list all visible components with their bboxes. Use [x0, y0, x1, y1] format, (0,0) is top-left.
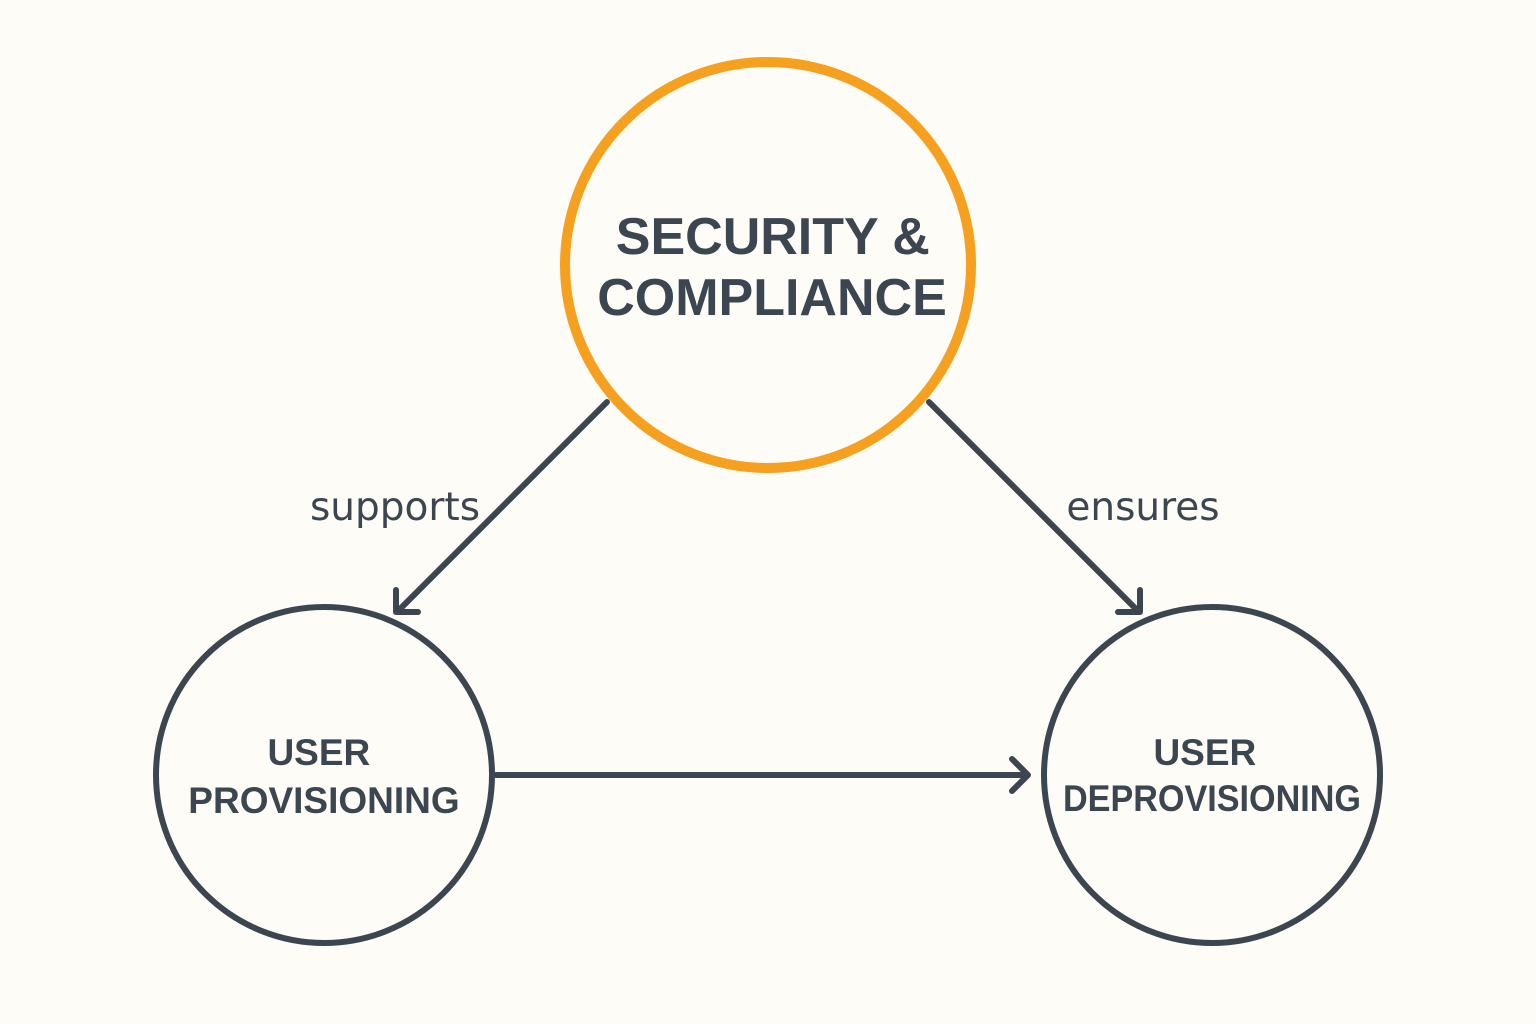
edge-security-to-deprovisioning: [926, 399, 1143, 615]
node-security-compliance-line-1: SECURITY &: [616, 208, 930, 266]
edge-ensures-arrowhead: [1115, 587, 1143, 615]
edge-ensures-line: [926, 399, 1140, 613]
node-user-deprovisioning: USER DEPROVISIONING: [1041, 604, 1383, 946]
node-security-compliance-title: SECURITY & COMPLIANCE: [597, 208, 947, 327]
node-security-compliance-circle: [560, 57, 976, 473]
node-user-deprovisioning-title: USER DEPROVISIONING: [1063, 732, 1361, 819]
edge-horizontal-arrowhead: [1009, 756, 1031, 794]
node-user-provisioning: USER PROVISIONING: [153, 604, 495, 946]
edge-label-supports: supports: [310, 485, 480, 530]
node-security-compliance-line-2: COMPLIANCE: [597, 269, 947, 327]
node-user-deprovisioning-line-2: DEPROVISIONING: [1063, 778, 1361, 819]
node-user-deprovisioning-circle: [1041, 604, 1383, 946]
node-user-provisioning-line-2: PROVISIONING: [188, 780, 459, 821]
node-security-compliance: SECURITY & COMPLIANCE: [560, 57, 976, 473]
node-user-provisioning-line-1: USER: [267, 732, 370, 773]
edge-provisioning-to-deprovisioning: [493, 756, 1031, 794]
node-user-provisioning-circle: [153, 604, 495, 946]
edge-supports-line: [396, 399, 610, 613]
edge-security-to-provisioning: [393, 399, 610, 615]
node-user-deprovisioning-line-1: USER: [1153, 732, 1256, 773]
node-user-provisioning-title: USER PROVISIONING: [188, 732, 459, 821]
edge-label-ensures: ensures: [1066, 485, 1219, 530]
edge-supports-arrowhead: [393, 587, 421, 615]
